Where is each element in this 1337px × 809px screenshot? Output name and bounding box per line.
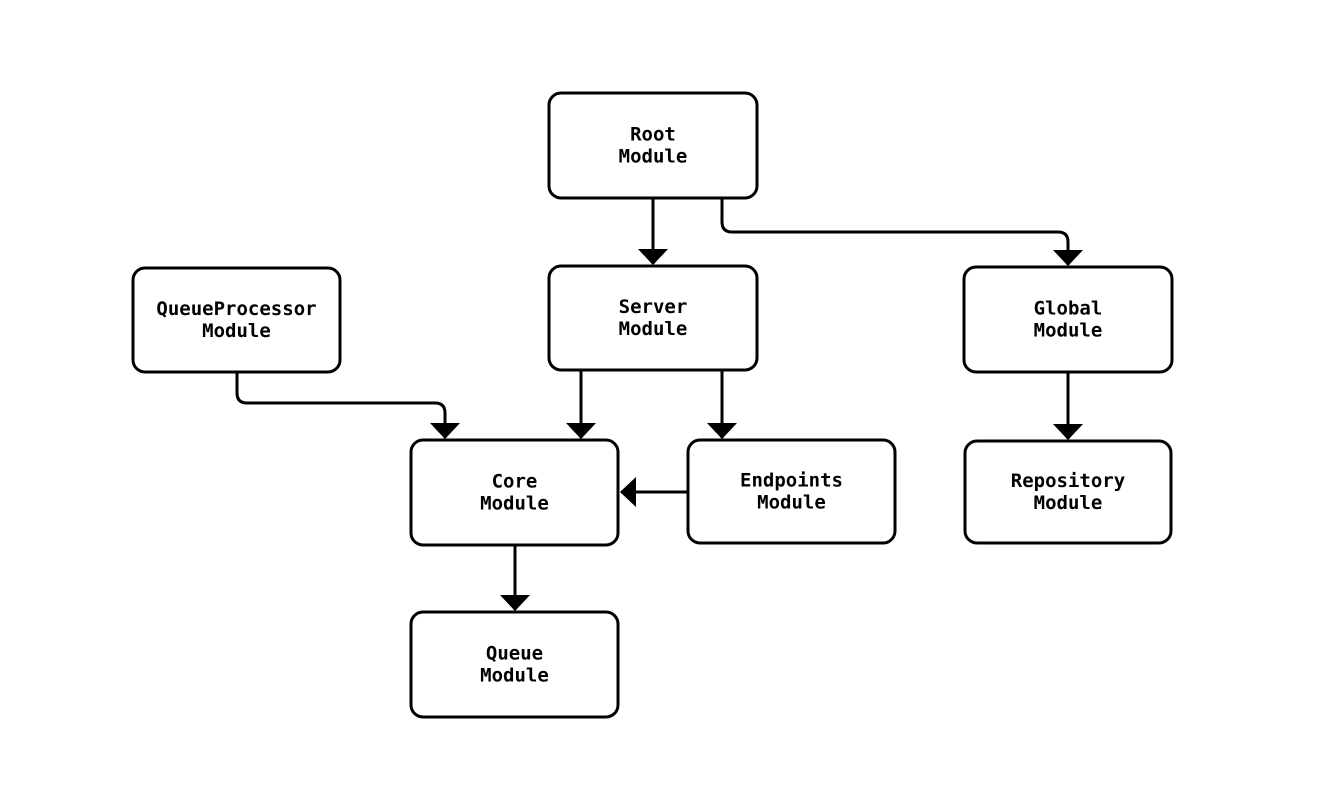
edge-root-to-global [720, 198, 1083, 266]
edge-queueprocessor-to-core [235, 372, 460, 439]
